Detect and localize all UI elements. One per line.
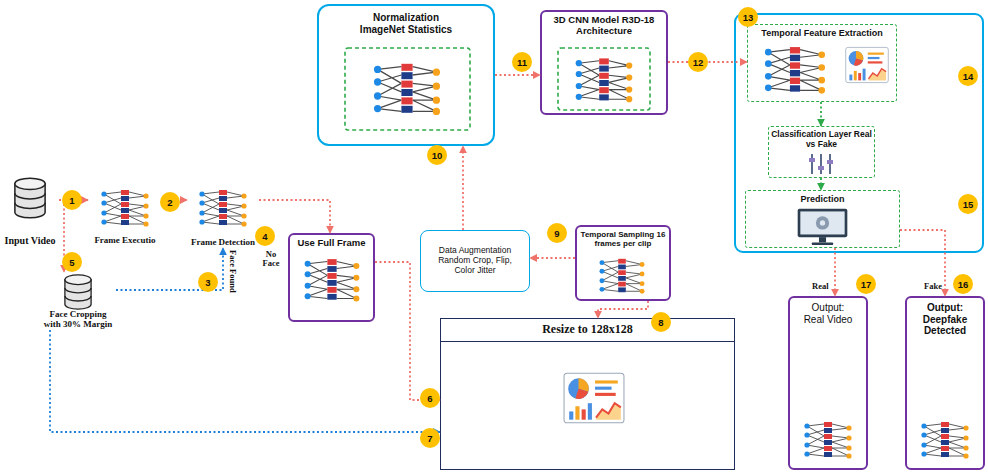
callout-number: 15	[958, 194, 978, 214]
edge-label: Fake	[924, 282, 942, 291]
node-label: Data Augmentation Random Crop, Flip, Col…	[431, 246, 519, 275]
callout-number: 16	[953, 274, 973, 294]
network-icon	[199, 190, 246, 227]
flow-arrow	[820, 178, 822, 190]
flow-arrow	[834, 248, 836, 296]
node-label: Output: Deepfake Detected	[907, 302, 983, 337]
callout-number: 11	[512, 52, 532, 72]
callout-number: 13	[738, 7, 758, 27]
node-label: Temporal Feature Extraction	[761, 28, 882, 38]
edge-label: No Face	[257, 250, 285, 269]
node-label: Frame Detection	[191, 238, 255, 248]
callout-number: 17	[856, 274, 876, 294]
flow-arrow	[598, 301, 648, 318]
process-box: Normalization ImageNet Statistics	[317, 4, 495, 146]
node-label: Output: Real Video	[802, 302, 854, 325]
callout-number: 5	[62, 252, 82, 272]
process-box: Data Augmentation Random Crop, Flip, Col…	[420, 230, 530, 292]
output-box: Output: Real Video	[788, 296, 868, 470]
process-box: Use Full Frame	[288, 233, 375, 322]
process-box: 3D CNN Model R3D-18 Architecture	[540, 10, 668, 115]
flow-arrow	[495, 74, 540, 76]
chart-icon	[564, 373, 624, 423]
sliders-icon	[809, 154, 833, 174]
network-icon	[765, 47, 825, 94]
network-icon	[576, 58, 633, 102]
network-node: Frame Detection	[187, 182, 259, 248]
flow-arrow	[462, 146, 464, 230]
edge-label: Face Found	[228, 250, 237, 293]
node-label: Face Cropping with 30% Margin	[42, 310, 114, 330]
flow-arrow	[50, 330, 440, 432]
flow-arrow	[530, 257, 575, 259]
chart-icon	[846, 47, 889, 82]
callout-number: 8	[651, 312, 671, 332]
node-label: Resize to 128x128	[441, 319, 734, 342]
network-icon	[374, 64, 440, 115]
inner-dashed-box	[345, 48, 470, 130]
callout-number: 6	[420, 388, 440, 408]
callout-number: 10	[427, 145, 447, 165]
edge-label: Real	[812, 282, 829, 291]
model-container	[735, 14, 983, 252]
network-node: Frame Executio	[88, 182, 162, 246]
callout-number: 1	[62, 190, 82, 210]
callout-number: 9	[547, 223, 567, 243]
flow-arrow	[820, 102, 822, 126]
callout-number: 3	[198, 272, 218, 292]
database-icon	[15, 178, 45, 218]
node-label: 3D CNN Model R3D-18 Architecture	[544, 15, 664, 37]
flow-arrow	[375, 262, 440, 400]
callout-number: 7	[420, 428, 440, 448]
callout-number: 4	[255, 226, 275, 246]
stage-box: Temporal Feature Extraction	[747, 24, 897, 102]
node-label: Frame Executio	[94, 236, 155, 246]
database-icon	[65, 275, 91, 309]
network-icon	[599, 259, 644, 294]
network-icon	[804, 422, 851, 459]
database-node: Face Cropping with 30% Margin	[40, 272, 116, 330]
node-label: Input Video	[5, 235, 56, 246]
stage-box: Prediction	[745, 190, 900, 248]
callout-number: 12	[688, 52, 708, 72]
monitor-icon	[798, 209, 848, 245]
resize-box: Resize to 128x128	[440, 318, 735, 470]
node-label: Classification Layer Real vs Fake	[769, 130, 874, 150]
process-box: Temporal Sampling 16 frames per clip	[575, 225, 671, 301]
callout-number: 14	[958, 66, 978, 86]
inner-dashed-box	[558, 48, 650, 110]
output-box: Output: Deepfake Detected	[905, 296, 985, 470]
flow-arrow	[900, 230, 945, 296]
node-label: Use Full Frame	[297, 238, 365, 249]
network-icon	[101, 190, 148, 227]
database-node: Input Video	[1, 174, 59, 246]
callout-number: 2	[160, 192, 180, 212]
node-label: Temporal Sampling 16 frames per clip	[577, 230, 669, 248]
network-icon	[305, 259, 360, 301]
network-icon	[921, 422, 968, 459]
node-label: Prediction	[800, 194, 844, 204]
node-label: Normalization ImageNet Statistics	[354, 12, 459, 35]
stage-box: Classification Layer Real vs Fake	[768, 126, 875, 178]
